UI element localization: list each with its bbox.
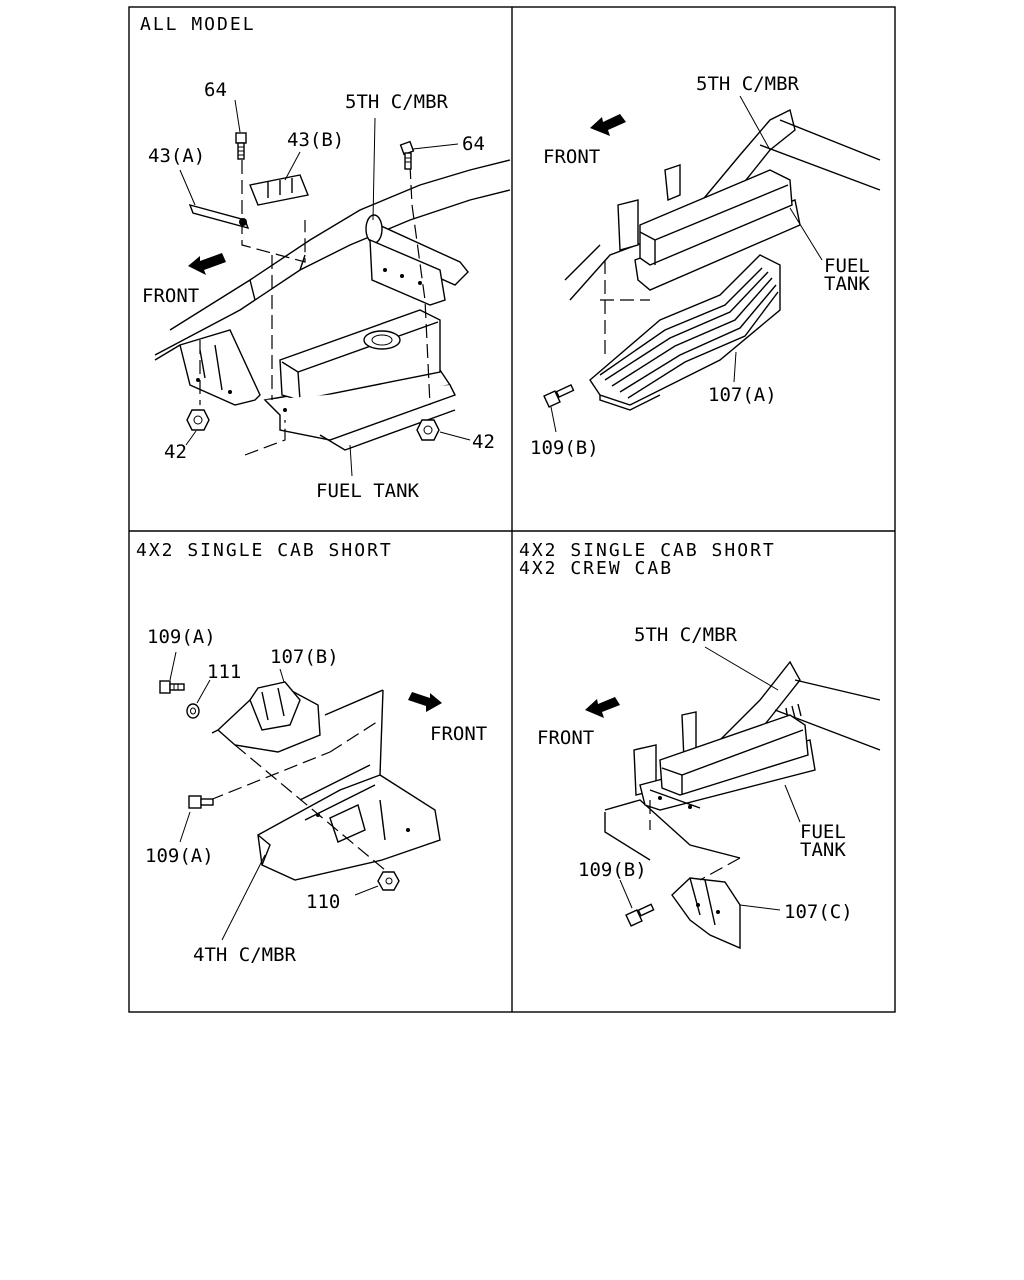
callout-42-right: 42 [472, 431, 495, 453]
crossmember-5th-drawing [365, 117, 469, 306]
callout-fuel: FUEL [824, 255, 870, 277]
panel-header: ALL MODEL [140, 14, 256, 35]
frame-rail-drawing [564, 108, 881, 301]
callout-109a-bottom: 109(A) [145, 845, 214, 867]
front-label: FRONT [430, 723, 487, 745]
bolt-icon [159, 651, 185, 694]
front-label: FRONT [543, 146, 600, 168]
fuel-tank-drawing [263, 309, 456, 477]
callout-107c: 107(C) [784, 901, 853, 923]
panel-header-line2: 4X2 CREW CAB [519, 558, 673, 579]
callout-tank: TANK [800, 839, 846, 861]
nut-icon [354, 871, 400, 896]
front-arrow-icon [590, 114, 626, 136]
callout-43b: 43(B) [287, 129, 344, 151]
callout-tank: TANK [824, 273, 870, 295]
front-arrow-icon [585, 697, 620, 718]
callout-5th-crossmember: 5TH C/MBR [634, 624, 738, 646]
panel-all-model: ALL MODEL [140, 14, 511, 502]
callout-5th-crossmember: 5TH C/MBR [696, 73, 800, 95]
front-label: FRONT [537, 727, 594, 749]
callout-42-left: 42 [164, 441, 187, 463]
nut-icon [185, 409, 210, 446]
front-arrow-icon [188, 253, 226, 275]
front-arrow-icon [408, 692, 442, 712]
callout-43a: 43(A) [148, 145, 205, 167]
panel-4x2-crew-cab: 4X2 SINGLE CAB SHORT 4X2 CREW CAB [519, 540, 881, 950]
washer-icon [186, 679, 211, 719]
callout-110: 110 [306, 891, 340, 913]
crossmember-4th-drawing [221, 689, 441, 941]
callout-109a-top: 109(A) [147, 626, 216, 648]
bracket-107b-drawing [211, 668, 321, 753]
callout-109b: 109(B) [530, 437, 599, 459]
callout-111: 111 [207, 661, 241, 683]
callout-64-top: 64 [204, 79, 227, 101]
callout-107a: 107(A) [708, 384, 777, 406]
bolt-icon [399, 140, 459, 170]
front-label: FRONT [142, 285, 199, 307]
bolt-icon [234, 99, 247, 160]
callout-4th-crossmember: 4TH C/MBR [193, 944, 297, 966]
bolt-icon [619, 879, 655, 927]
callout-64-right: 64 [462, 133, 485, 155]
guard-107a-drawing [589, 254, 781, 411]
callout-fuel: FUEL [800, 821, 846, 843]
callout-fuel-tank: FUEL TANK [316, 480, 420, 502]
callout-107b: 107(B) [270, 646, 339, 668]
panel-header-line1: 4X2 SINGLE CAB SHORT [519, 540, 776, 561]
panel-header: 4X2 SINGLE CAB SHORT [136, 540, 393, 561]
callout-5th-crossmember: 5TH C/MBR [345, 91, 449, 113]
callout-109b: 109(B) [578, 859, 647, 881]
fuel-tank-drawing [639, 714, 816, 823]
strap-43b-drawing [249, 151, 309, 206]
panel-grid [128, 6, 896, 1013]
nut-icon [416, 419, 471, 441]
panel-top-right: 5TH C/MBR FRONT FUEL TANK 107(A) 109(B) [530, 73, 881, 459]
fuel-tank-drawing [634, 169, 823, 291]
guide-lines [199, 160, 431, 456]
panel-4x2-single-cab-short: 4X2 SINGLE CAB SHORT [136, 540, 487, 966]
bolt-icon [179, 795, 214, 843]
bolt-icon [543, 383, 575, 433]
strap-43a-drawing [179, 169, 250, 230]
bracket-107c-drawing [671, 877, 781, 950]
